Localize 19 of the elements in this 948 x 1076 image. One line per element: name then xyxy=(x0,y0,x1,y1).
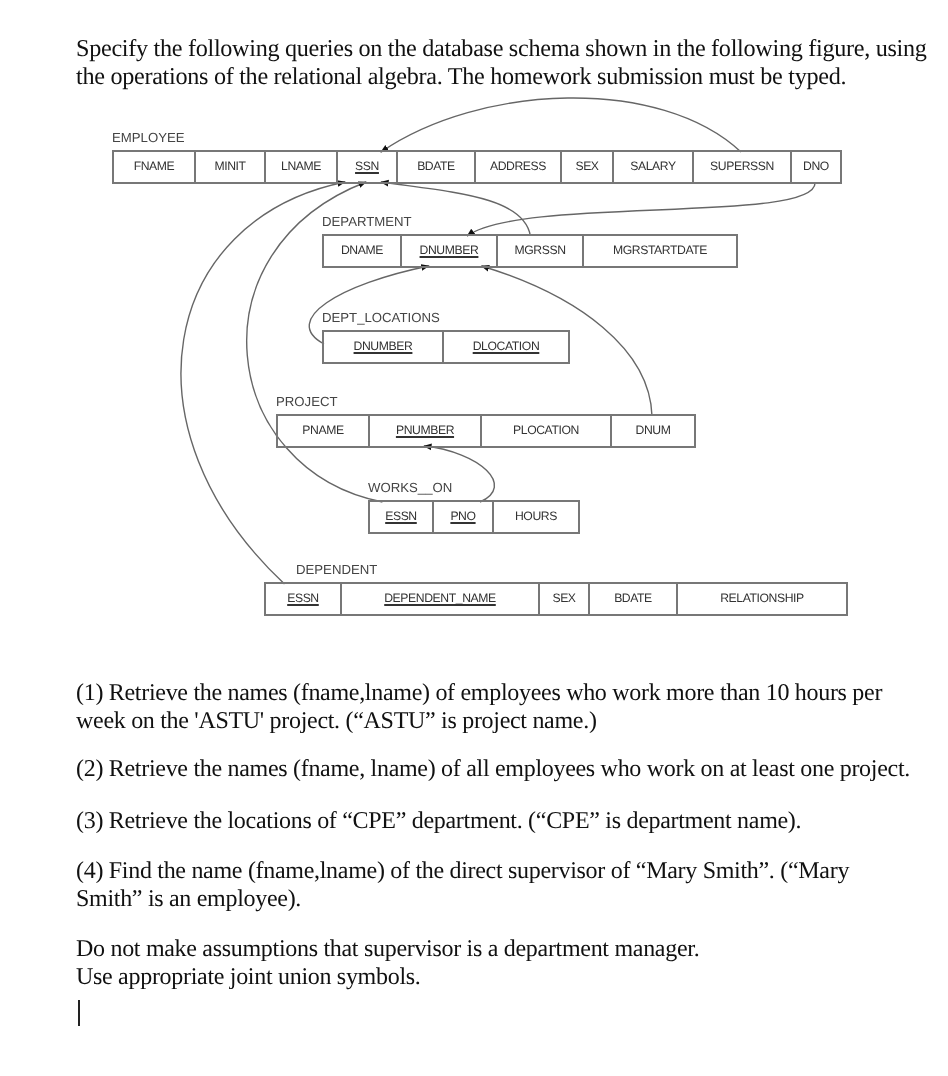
question-text: (1) Retrieve the names (fname,lname) of employees who work more than 10 hours per week on the 'ASTU' project. (“ASTU” is project name.) xyxy=(76,680,885,734)
foreign-key-arrow xyxy=(380,179,532,237)
question-text: Do not make assumptions that supervisor is a department manager. xyxy=(76,936,702,963)
table xyxy=(322,312,570,364)
foreign-key-arrow xyxy=(480,265,653,417)
foreign-key-arrow xyxy=(180,180,346,585)
foreign-key-arrow xyxy=(466,181,816,237)
foreign-key-arrow xyxy=(308,264,430,345)
question-text: (3) Retrieve the locations of “CPE” department. (“CPE” is department name). xyxy=(76,807,804,834)
question-text: Use appropriate joint union symbols. xyxy=(76,963,423,990)
table xyxy=(322,216,738,268)
table xyxy=(368,482,580,534)
table xyxy=(276,396,696,448)
question-text: (4) Find the name (fname,lname) of the direct supervisor of “Mary Smith”. (“Mary Smith” is an employee). xyxy=(76,858,852,912)
table xyxy=(264,564,848,616)
foreign-key-arrow xyxy=(380,97,742,153)
table xyxy=(112,132,842,184)
instructions-text: Specify the following queries on the database schema shown in the following figure, using the operations of the relational algebra. The homework submission must be typed. xyxy=(76,34,929,90)
question-text: (2) Retrieve the names (fname, lname) of all employees who work on at least one project. xyxy=(76,756,912,783)
